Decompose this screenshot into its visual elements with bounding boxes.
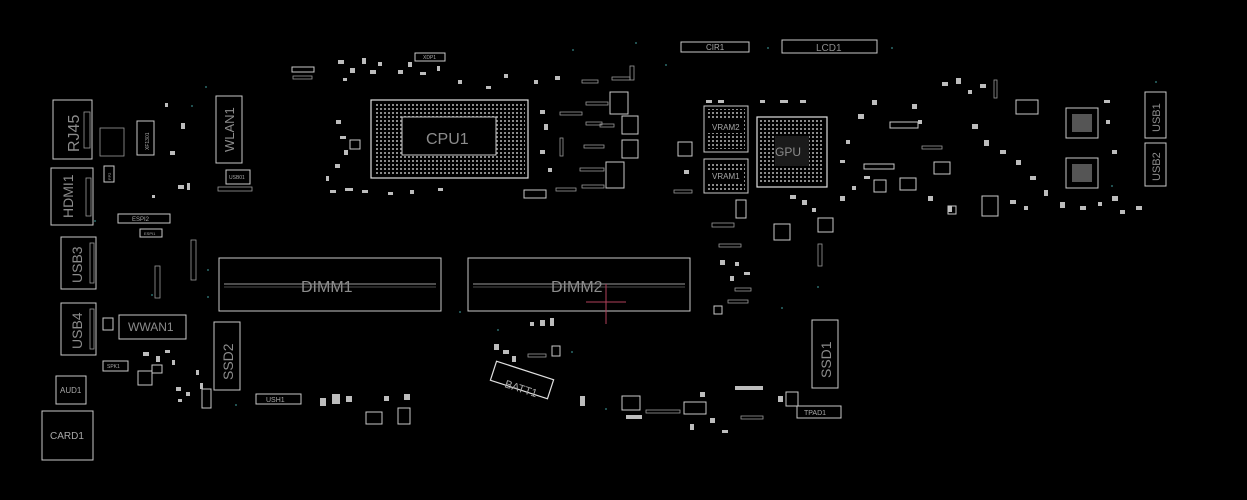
cpu1-package[interactable]: CPU1: [370, 99, 529, 179]
wwan1-slot[interactable]: WWAN1: [118, 314, 187, 340]
hdmi1-connector[interactable]: HDMI1: [50, 167, 94, 226]
middle-bottom-parts: [320, 318, 799, 433]
cir1-connector[interactable]: CIR1: [680, 41, 750, 53]
board-cursor: [586, 284, 626, 324]
batt1-connector[interactable]: BATT1: [489, 360, 555, 400]
spk1-label: SPK1: [107, 364, 120, 370]
espi1-label: ESPI1: [144, 231, 156, 236]
cpu1-label: CPU1: [426, 131, 469, 148]
dimm2-label: DIMM2: [551, 279, 603, 296]
test-points: [94, 42, 1157, 410]
rj45-connector[interactable]: RJ45: [52, 99, 93, 160]
left-small-parts: XF1301 FP2 ESPI2 ESPI1 SPK1: [99, 103, 197, 372]
tpad1-connector[interactable]: TPAD1: [796, 405, 842, 419]
aud1-connector[interactable]: AUD1: [55, 375, 87, 405]
wlan1-slot[interactable]: WLAN1 USB01: [215, 95, 253, 192]
dimm1-slot[interactable]: DIMM1: [218, 257, 442, 312]
dimm1-label: DIMM1: [301, 279, 353, 296]
tpad1-label: TPAD1: [804, 410, 826, 417]
bottom-left-cluster: USH1: [137, 350, 302, 409]
xf-chip-label: XF1301: [145, 132, 151, 150]
usb1-label: USB1: [1151, 103, 1163, 132]
batt1-label: BATT1: [503, 378, 538, 400]
card1-label: CARD1: [50, 431, 84, 442]
usb2-connector[interactable]: USB2: [1144, 142, 1167, 187]
ssd2-label: SSD2: [220, 343, 236, 380]
gpu-surrounding-parts: [673, 100, 952, 315]
usb01-label: USB01: [229, 175, 245, 181]
gpu-label: GPU: [775, 145, 801, 159]
usb1-connector[interactable]: USB1: [1144, 91, 1167, 139]
gpu-package[interactable]: GPU: [756, 116, 828, 188]
cpu-surrounding-parts: XDP1: [291, 52, 639, 199]
vram2-label: VRAM2: [712, 123, 740, 132]
ssd1-slot[interactable]: SSD1: [811, 319, 839, 389]
fp-label: FP2: [107, 172, 112, 180]
cir1-label: CIR1: [706, 43, 725, 52]
vram1-label: VRAM1: [712, 172, 740, 181]
usb3-label: USB3: [69, 246, 85, 283]
usb4-connector[interactable]: USB4: [60, 302, 97, 356]
usb3-connector[interactable]: USB3: [60, 236, 97, 290]
rj45-label: RJ45: [66, 115, 83, 152]
aud1-label: AUD1: [60, 386, 82, 395]
ssd1-label: SSD1: [818, 341, 834, 378]
wlan1-label: WLAN1: [222, 107, 237, 152]
hdmi1-label: HDMI1: [60, 174, 76, 218]
usb2-label: USB2: [1151, 152, 1163, 181]
usb4-label: USB4: [69, 312, 85, 349]
card1-connector[interactable]: CARD1: [41, 410, 94, 461]
vram2-chip[interactable]: VRAM2: [703, 105, 749, 153]
right-cluster: [942, 78, 1142, 217]
ush1-label: USH1: [266, 397, 285, 404]
lcd1-connector[interactable]: LCD1: [781, 39, 878, 54]
lcd1-label: LCD1: [816, 43, 842, 54]
espi2-label: ESPI2: [132, 217, 150, 223]
dimm2-slot[interactable]: DIMM2: [467, 257, 691, 312]
xdp1-label: XDP1: [423, 55, 436, 61]
wwan1-label: WWAN1: [128, 320, 174, 334]
ssd2-slot[interactable]: SSD2: [213, 321, 241, 391]
vram1-chip[interactable]: VRAM1: [703, 158, 749, 194]
